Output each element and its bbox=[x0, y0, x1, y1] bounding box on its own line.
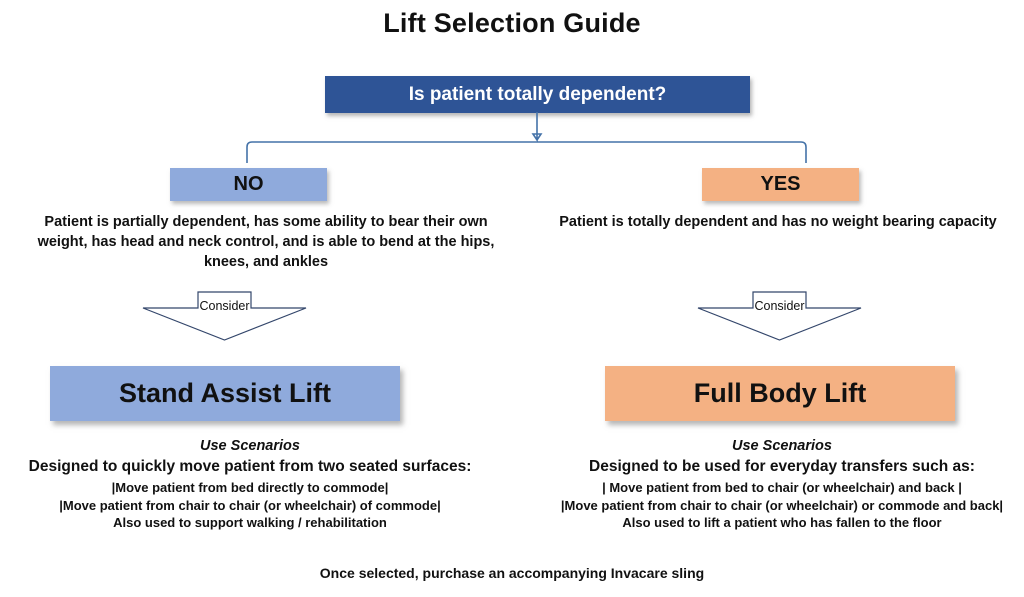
branch-label-no[interactable]: NO bbox=[170, 168, 327, 201]
use-scenario-item: |Move patient from bed directly to commo… bbox=[111, 480, 389, 495]
branch-connector bbox=[246, 112, 807, 163]
consider-label-yes: Consider bbox=[754, 299, 805, 313]
root-question-label: Is patient totally dependent? bbox=[408, 83, 667, 105]
use-scenarios-lead: Designed to be used for everyday transfe… bbox=[589, 458, 975, 475]
branch-description-no: Patient is partially dependent, has some… bbox=[37, 214, 495, 270]
use-scenarios-lead: Designed to quickly move patient from tw… bbox=[28, 458, 472, 475]
use-scenarios-full-body-lift: Use Scenarios Designed to be used for ev… bbox=[540, 438, 1024, 532]
branch-label-yes[interactable]: YES bbox=[702, 168, 859, 201]
page-title: Lift Selection Guide bbox=[383, 8, 641, 38]
use-scenario-item: Also used to support walking / rehabilit… bbox=[113, 515, 387, 530]
down-arrow-icon bbox=[142, 291, 307, 341]
consider-label-no: Consider bbox=[199, 299, 250, 313]
down-arrow-icon bbox=[697, 291, 862, 341]
use-scenario-item: | Move patient from bed to chair (or whe… bbox=[602, 480, 962, 495]
result-label-full-body-lift: Full Body Lift bbox=[693, 378, 867, 408]
root-question-box[interactable]: Is patient totally dependent? bbox=[325, 76, 750, 113]
branch-label-yes-text: YES bbox=[760, 173, 801, 195]
consider-arrow-yes: Consider bbox=[696, 290, 863, 342]
result-label-stand-assist-lift: Stand Assist Lift bbox=[118, 378, 332, 408]
result-box-full-body-lift[interactable]: Full Body Lift bbox=[605, 366, 955, 421]
branch-description-yes: Patient is totally dependent and has no … bbox=[559, 214, 997, 230]
consider-arrow-no: Consider bbox=[141, 290, 308, 342]
use-scenarios-title: Use Scenarios bbox=[732, 438, 832, 454]
use-scenarios-title: Use Scenarios bbox=[200, 438, 300, 454]
use-scenario-item: |Move patient from chair to chair (or wh… bbox=[59, 497, 441, 513]
result-box-stand-assist-lift[interactable]: Stand Assist Lift bbox=[50, 366, 400, 421]
use-scenario-item: |Move patient from chair to chair (or wh… bbox=[560, 497, 1004, 513]
use-scenario-item: Also used to lift a patient who has fall… bbox=[622, 515, 942, 530]
footer-note: Once selected, purchase an accompanying … bbox=[319, 565, 705, 581]
branch-label-no-text: NO bbox=[233, 173, 264, 195]
use-scenarios-stand-assist-lift: Use Scenarios Designed to quickly move p… bbox=[0, 438, 500, 532]
